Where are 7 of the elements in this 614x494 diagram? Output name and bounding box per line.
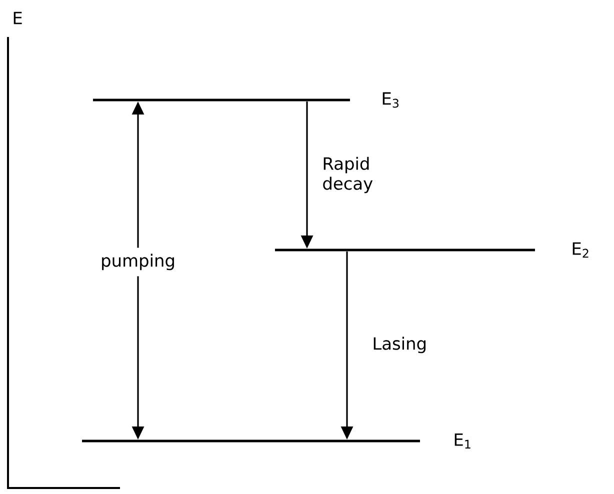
edge-label: Rapid decay [323,156,373,194]
edge-label: pumping [94,248,182,276]
edge-label: Lasing [374,336,426,354]
level-label: E$_{1}$ [454,433,470,449]
level-label: E$_{2}$ [572,242,588,258]
axis-label: E [14,12,22,24]
level-label: E$_{3}$ [382,92,398,108]
